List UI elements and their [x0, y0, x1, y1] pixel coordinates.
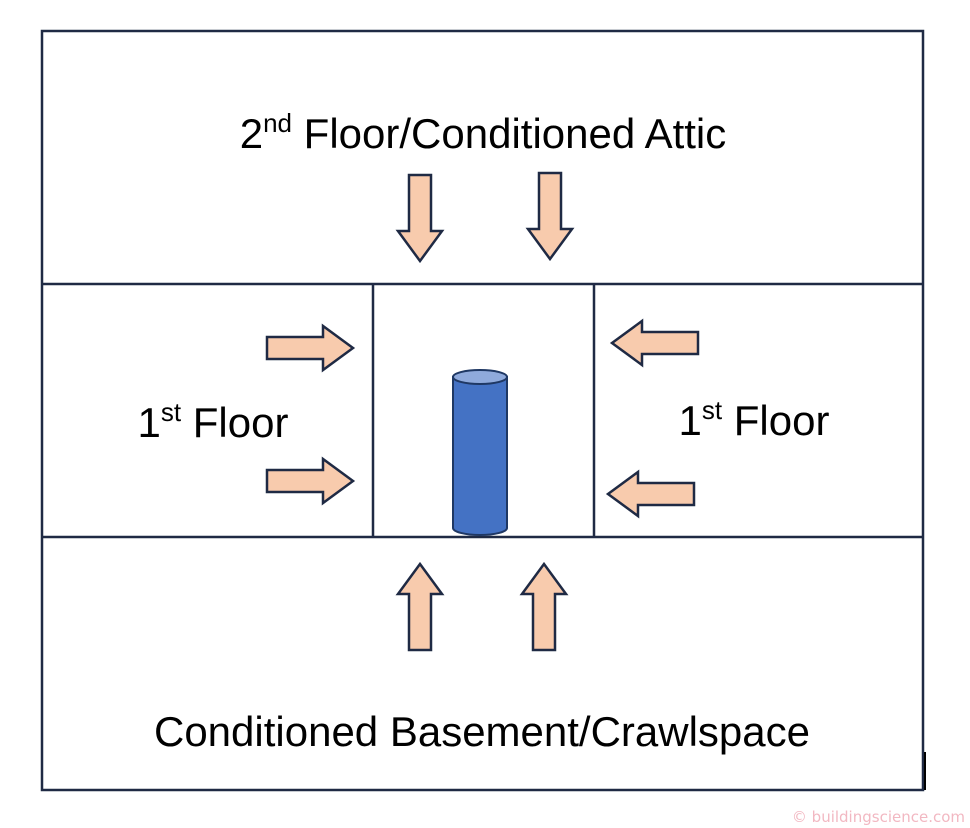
building-frame [40, 29, 925, 792]
arrow-left-icon [609, 318, 700, 368]
outer-wall [40, 29, 925, 792]
arrow-down-icon [395, 173, 445, 264]
arrow-down-icon [525, 171, 575, 262]
arrow-up-icon [395, 561, 445, 652]
cylinder-body [452, 376, 508, 536]
left-zone-label: 1st Floor [138, 397, 289, 446]
copyright-watermark: © buildingscience.com [792, 808, 965, 826]
cylinder-top [452, 369, 508, 385]
arrow-left-icon [605, 469, 696, 519]
arrow-right-icon [265, 456, 356, 506]
bottom-zone-label: Conditioned Basement/Crawlspace [154, 708, 810, 755]
cylinder-icon [452, 369, 508, 536]
top-zone-label: 2nd Floor/Conditioned Attic [240, 108, 727, 157]
arrow-right-icon [265, 323, 356, 373]
right-zone-label: 1st Floor [679, 395, 830, 444]
arrow-up-icon [519, 561, 569, 652]
airflow-arrows [265, 171, 700, 652]
